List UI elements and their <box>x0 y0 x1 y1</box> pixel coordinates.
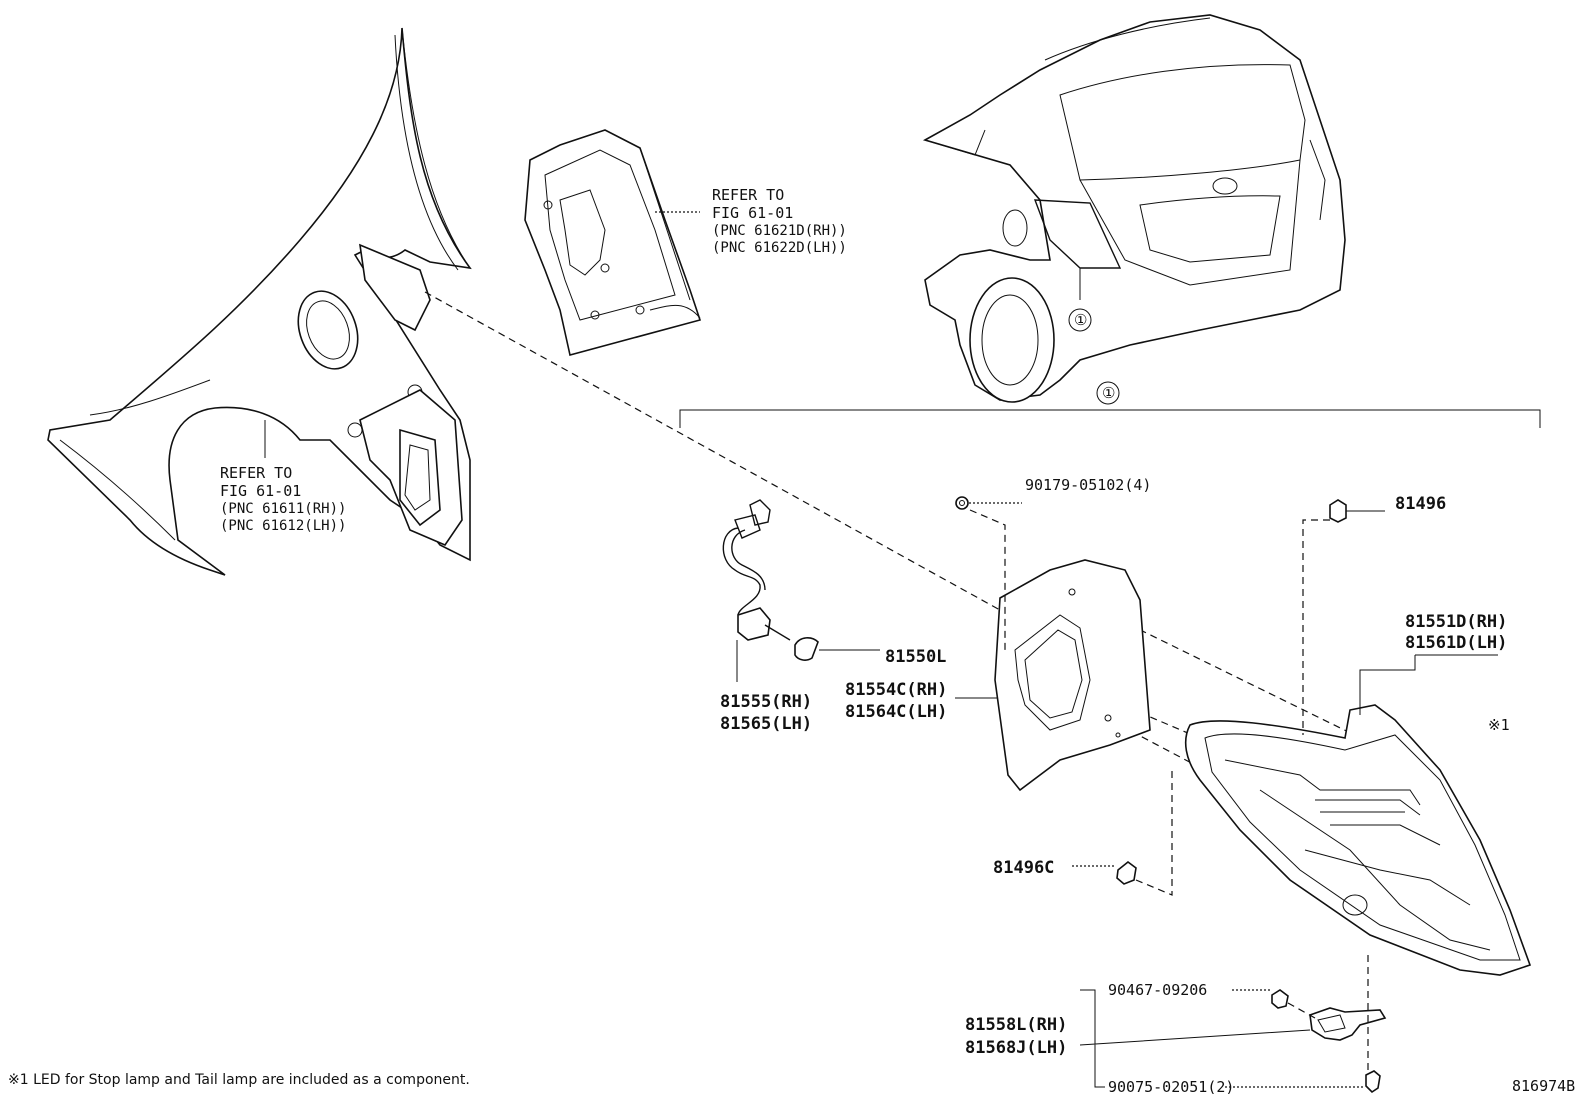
quarter-panel-drawing <box>47 27 472 576</box>
refer-top-line2: FIG 61-01 <box>712 204 793 222</box>
label-lens-rh[interactable]: 81551D(RH) <box>1405 612 1507 632</box>
refer-top-line1: REFER TO <box>712 186 784 204</box>
fastener-screw-bottom <box>1225 955 1381 1094</box>
vehicle-rear-view-drawing: ① <box>922 14 1346 403</box>
figure-id: 816974B <box>1512 1077 1575 1095</box>
label-bulb[interactable]: 81550L <box>885 647 946 667</box>
label-lens-note: ※1 <box>1488 716 1510 734</box>
label-screw-bottom[interactable]: 90075-02051(2) <box>1108 1078 1234 1096</box>
callout-marker-bracket: ① <box>1102 384 1115 402</box>
label-bolt[interactable]: 90467-09206 <box>1108 981 1207 999</box>
gasket-drawing <box>955 559 1151 792</box>
back-door-panel-drawing <box>524 129 702 356</box>
alignment-line-main <box>424 291 1019 621</box>
bracket-leader <box>1079 989 1311 1088</box>
tail-lamp-drawing <box>1184 654 1532 976</box>
label-lens-lh[interactable]: 81561D(LH) <box>1405 633 1507 653</box>
label-bracket-lh[interactable]: 81568J(LH) <box>965 1038 1067 1058</box>
fastener-clip-top <box>1302 499 1385 735</box>
label-screw-top[interactable]: 90179-05102(4) <box>1025 476 1151 494</box>
label-bracket-rh[interactable]: 81558L(RH) <box>965 1015 1067 1035</box>
refer-top-line3: (PNC 61621D(RH)) <box>712 223 847 239</box>
label-clip-top[interactable]: 81496 <box>1395 494 1446 514</box>
label-clip-bottom[interactable]: 81496C <box>993 858 1054 878</box>
fastener-clip-bottom <box>1072 768 1173 896</box>
refer-left-line3: (PNC 61611(RH)) <box>220 501 346 517</box>
fastener-screw-top <box>955 496 1022 650</box>
label-gasket-lh[interactable]: 81564C(LH) <box>845 702 947 722</box>
label-socket-lh[interactable]: 81565(LH) <box>720 714 812 734</box>
refer-left-line4: (PNC 61612(LH)) <box>220 518 346 534</box>
socket-wire-drawing <box>722 499 880 682</box>
footnote: ※1 LED for Stop lamp and Tail lamp are i… <box>8 1072 470 1088</box>
refer-left-line1: REFER TO <box>220 464 292 482</box>
refer-top-line4: (PNC 61622D(LH)) <box>712 240 847 256</box>
bracket-drawing <box>1309 1007 1387 1041</box>
refer-left-line2: FIG 61-01 <box>220 482 301 500</box>
callout-marker-car: ① <box>1074 311 1087 329</box>
callout-bracket: ① <box>679 381 1541 428</box>
label-socket-rh[interactable]: 81555(RH) <box>720 692 812 712</box>
fastener-bolt <box>1232 989 1316 1019</box>
label-gasket-rh[interactable]: 81554C(RH) <box>845 680 947 700</box>
alignment-line-2 <box>1074 597 1376 746</box>
